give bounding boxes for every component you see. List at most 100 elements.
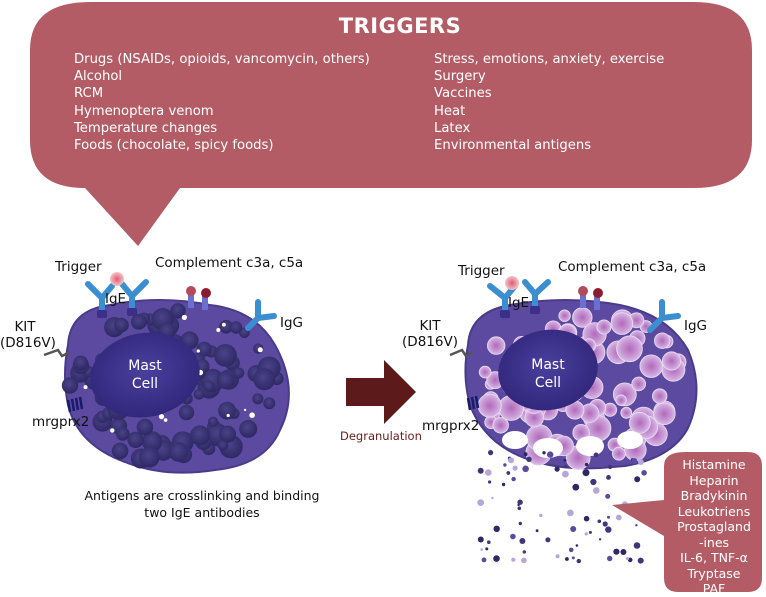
dark-granule: [193, 388, 205, 400]
released-dot: [554, 466, 560, 472]
left-igg-antibody-icon: [245, 299, 277, 331]
released-dot: [570, 526, 577, 532]
white-speck: [83, 385, 88, 390]
released-dot: [565, 557, 569, 561]
released-dot: [598, 538, 602, 541]
released-dot: [501, 482, 506, 487]
released-dot: [637, 459, 644, 465]
released-dot: [563, 458, 567, 462]
white-speck: [163, 418, 168, 422]
released-dot: [605, 493, 611, 499]
mediator-item: Heparin: [689, 472, 739, 488]
dark-granule: [61, 377, 79, 394]
left-ige-label: IgE: [105, 291, 127, 307]
released-dot: [488, 450, 494, 456]
triggers-bubble: [30, 2, 752, 246]
left-mrgprx2-label: mrgprx2: [32, 414, 90, 430]
pink-granule: [631, 376, 646, 392]
dark-granule: [218, 401, 236, 420]
released-dot: [572, 483, 580, 491]
pink-granule: [653, 402, 676, 426]
released-dot: [539, 513, 543, 518]
released-dot: [625, 557, 630, 561]
released-dot: [517, 499, 523, 505]
dark-granule: [127, 431, 144, 448]
mediator-item: Prostagland: [677, 519, 751, 534]
cell-line2: Cell: [131, 376, 159, 392]
released-dot: [641, 470, 647, 476]
left-receptors: [43, 272, 277, 413]
released-dot: [511, 476, 516, 482]
trigger-item: Drugs (NSAIDs, opioids, vancomycin, othe…: [74, 52, 370, 67]
right-mrgprx2-label: mrgprx2: [422, 418, 480, 434]
kit-line1: KIT: [419, 318, 441, 334]
released-dot: [487, 540, 491, 544]
released-dot: [522, 550, 526, 554]
released-dot: [508, 457, 514, 464]
dark-granule: [263, 397, 276, 410]
released-dot: [519, 538, 526, 544]
white-speck: [243, 408, 247, 412]
released-dot: [535, 529, 539, 533]
dark-granule: [190, 425, 210, 446]
white-speck: [216, 328, 221, 332]
trigger-item: Foods (chocolate, spicy foods): [74, 138, 274, 154]
released-dot: [477, 467, 484, 474]
triggers-left-list: Drugs (NSAIDs, opioids, vancomycin, othe…: [74, 51, 370, 154]
released-dot: [615, 514, 622, 521]
trigger-item: Surgery: [434, 69, 486, 85]
degranulation-label: Degranulation: [340, 429, 422, 443]
pink-granule: [610, 312, 634, 335]
white-speck: [257, 347, 263, 353]
pink-granule: [477, 393, 502, 418]
left-complement-receptor-icon: [186, 286, 211, 310]
released-dot: [506, 471, 511, 475]
pink-granule: [620, 406, 633, 419]
white-speck: [226, 413, 230, 418]
caption-line1: Antigens are crosslinking and binding: [84, 488, 320, 503]
right-cell-label: Mast Cell: [518, 356, 578, 392]
dark-granule: [208, 416, 219, 427]
released-dot: [597, 519, 602, 524]
right-igg-antibody-icon: [647, 299, 681, 333]
dark-granule: [141, 431, 163, 452]
released-dot: [481, 557, 487, 563]
mediators-list: Histamine Heparin Bradykinin Leukotriens…: [668, 457, 760, 597]
dark-granule: [178, 404, 195, 421]
dark-granule: [114, 317, 129, 333]
pink-granule: [628, 411, 651, 434]
dark-granule: [219, 425, 237, 443]
mediator-item: Leukotriens: [677, 503, 751, 519]
right-mast-cell: [464, 299, 698, 564]
right-igg-label: IgG: [684, 318, 708, 334]
pink-granule: [558, 309, 571, 322]
released-dot: [523, 452, 528, 457]
released-dot: [584, 462, 589, 467]
released-dot: [488, 480, 492, 484]
trigger-item: Alcohol: [74, 69, 123, 85]
right-mrgprx2-receptor-icon: [466, 395, 480, 411]
released-dot: [631, 458, 638, 465]
released-dot: [584, 532, 588, 536]
dark-granule: [168, 442, 189, 462]
right-kit-receptor-icon: [449, 348, 473, 358]
released-dot: [564, 464, 568, 469]
released-dot: [606, 475, 611, 480]
released-dot: [613, 548, 620, 555]
dark-granule: [217, 440, 229, 451]
released-dot: [607, 515, 610, 519]
dark-granule: [139, 446, 160, 468]
left-complement-label: Complement c3a, c5a: [155, 255, 304, 271]
mediator-item: IL-6, TNF-α: [680, 550, 748, 565]
left-nucleus: [90, 332, 200, 418]
dark-granule: [219, 319, 233, 334]
white-speck: [181, 314, 187, 320]
released-dot: [522, 465, 529, 473]
dark-granule: [229, 321, 243, 334]
released-dot: [575, 544, 579, 547]
pink-granule: [487, 336, 506, 355]
released-dot: [503, 463, 507, 467]
triggers-title: TRIGGERS: [338, 14, 462, 38]
mediator-item: PAF: [702, 581, 726, 596]
